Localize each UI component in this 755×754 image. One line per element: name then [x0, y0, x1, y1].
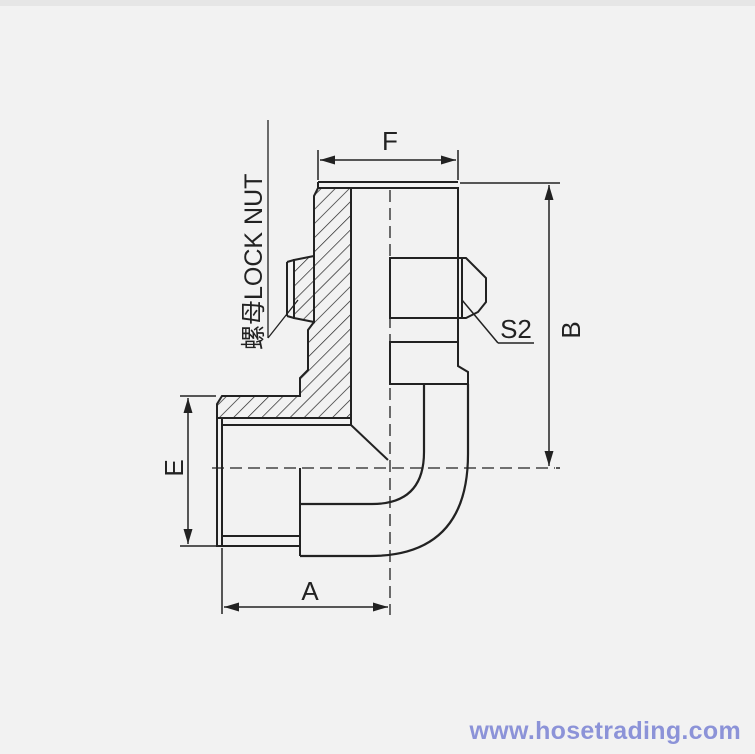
hex-nut: [389, 257, 487, 319]
left-thread: [216, 418, 300, 547]
lock-nut-label: 螺母LOCK NUT: [240, 174, 268, 350]
upper-body-outline: [351, 187, 459, 366]
dimension-a-label: A: [301, 576, 319, 606]
dimension-b-label: B: [556, 321, 586, 338]
collar: [389, 341, 469, 385]
elbow-inner: [300, 384, 426, 506]
dimension-f-label: F: [382, 126, 398, 156]
watermark-text: www.hosetrading.com: [469, 717, 741, 745]
dimension-s2-label: S2: [500, 314, 532, 344]
cropped-header: [0, 0, 755, 6]
hatched-section: [216, 187, 352, 419]
lock-nut-leader: [267, 299, 299, 339]
dimension-e-label: E: [159, 459, 189, 476]
lock-nut: [293, 254, 315, 324]
s2-leader: [461, 299, 499, 344]
